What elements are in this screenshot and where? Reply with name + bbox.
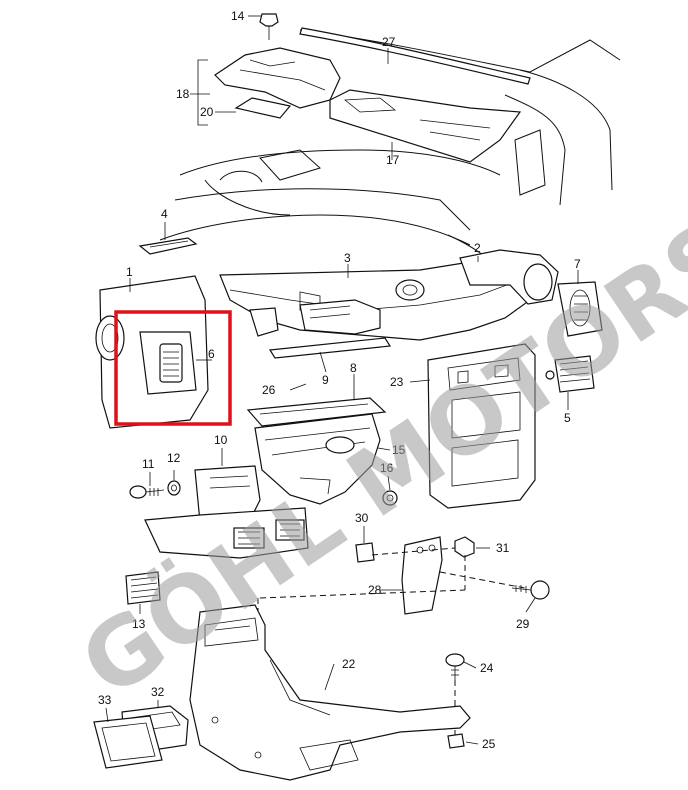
- callout-29: 29: [516, 617, 530, 631]
- callout-33: 33: [98, 693, 112, 707]
- part-25-clip: [447, 733, 465, 749]
- part-29-screw: [511, 580, 550, 600]
- callout-9: 9: [322, 373, 329, 387]
- part-24-screw: [445, 653, 465, 680]
- part-31-nut: [454, 536, 475, 558]
- callout-25: 25: [482, 737, 496, 751]
- callout-32: 32: [151, 685, 165, 699]
- callout-3: 3: [344, 251, 351, 265]
- callout-2: 2: [474, 241, 481, 255]
- callout-28: 28: [368, 583, 382, 597]
- callout-17: 17: [386, 153, 400, 167]
- callout-labels: 14 27 18 20 17 4 1 3 2 7 6 9 8 26 23 5 1…: [98, 9, 581, 751]
- part-14-clip: [259, 13, 279, 40]
- part-22-floor-console: [189, 604, 471, 781]
- part-11-screw: [129, 485, 165, 499]
- callout-30: 30: [355, 511, 369, 525]
- callout-10: 10: [214, 433, 228, 447]
- part-23-center-bezel: [427, 343, 536, 509]
- part-5-right-vent: [545, 355, 595, 393]
- part-12-washer: [167, 480, 181, 496]
- highlight-box: [114, 310, 232, 426]
- car-body-outline: [159, 29, 621, 276]
- part-33-gasket: [93, 715, 163, 769]
- callout-26: 26: [262, 383, 276, 397]
- assembly-line-b: [259, 589, 466, 599]
- part-16-nut: [382, 490, 398, 506]
- part-9-trim-strip: [268, 337, 392, 359]
- callout-23: 23: [390, 375, 404, 389]
- callout-31: 31: [496, 541, 510, 555]
- callout-6: 6: [208, 347, 215, 361]
- part-27-trim-strip: [299, 27, 531, 85]
- callout-22: 22: [342, 657, 356, 671]
- part-13-small-vent: [125, 571, 161, 605]
- callout-13: 13: [132, 617, 146, 631]
- part-15-heater-unit: [254, 413, 381, 505]
- callout-20: 20: [200, 105, 214, 119]
- leader-lines: [105, 15, 579, 745]
- part-17-plenum-cover: [329, 89, 522, 163]
- part-26-frame: [246, 397, 387, 427]
- part-20-seal: [234, 97, 292, 119]
- part-6-side-vent: [139, 331, 212, 395]
- callout-18: 18: [176, 87, 190, 101]
- callout-14: 14: [231, 9, 245, 23]
- callout-1: 1: [126, 265, 133, 279]
- callout-27: 27: [382, 35, 396, 49]
- callout-24: 24: [480, 661, 494, 675]
- part-28-bracket: [401, 536, 443, 615]
- part-10-vent-housing: [144, 465, 309, 559]
- part-4-grille: [138, 237, 198, 255]
- callout-15: 15: [392, 443, 406, 457]
- callout-12: 12: [167, 451, 181, 465]
- part-2-duct: [459, 249, 559, 305]
- callout-11: 11: [142, 457, 155, 471]
- callout-5: 5: [564, 411, 571, 425]
- part-3-dashboard-duct: [219, 261, 541, 341]
- assembly-line-a: [371, 547, 456, 556]
- part-30-clip: [355, 542, 375, 563]
- assembly-line-c: [439, 571, 526, 589]
- callout-16: 16: [380, 461, 394, 475]
- callout-8: 8: [350, 361, 357, 375]
- callout-7: 7: [574, 257, 581, 271]
- part-7-right-outlet: [557, 281, 603, 337]
- part-18-plenum-cover: [197, 47, 341, 126]
- callout-4: 4: [161, 207, 168, 221]
